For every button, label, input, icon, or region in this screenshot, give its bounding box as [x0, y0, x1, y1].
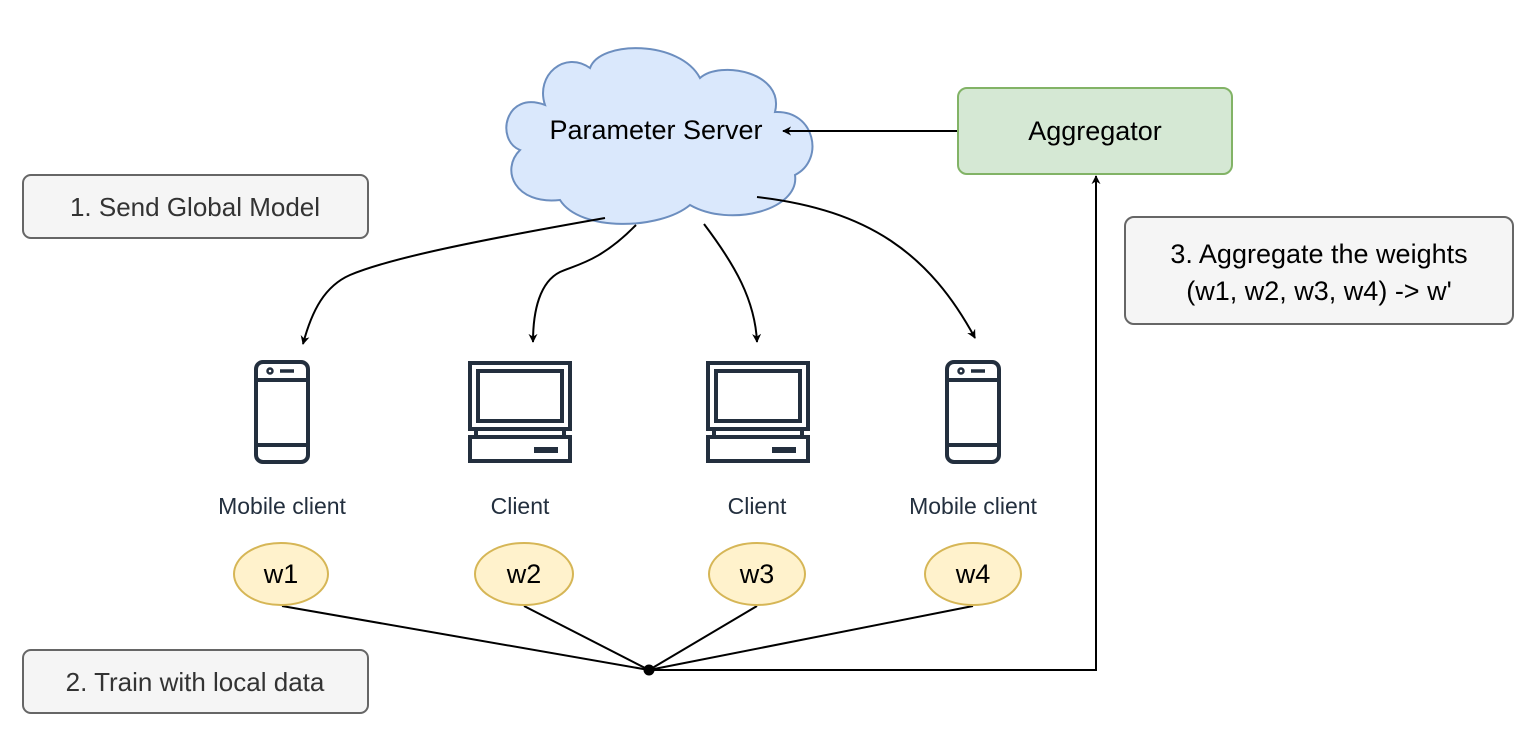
step-send-note: 1. Send Global Model [22, 174, 369, 239]
step-train-note: 2. Train with local data [22, 649, 369, 714]
distribution-arrows [300, 196, 976, 345]
weight-w2-label: w2 [506, 559, 542, 589]
weight-w1-label: w1 [263, 559, 299, 589]
step-aggregate-note: 3. Aggregate the weights (w1, w2, w3, w4… [1124, 216, 1514, 325]
client-3-label: Client [728, 493, 787, 519]
weight-w4-label: w4 [955, 559, 991, 589]
w3-to-junction-line [648, 605, 758, 671]
step-send-text: 1. Send Global Model [70, 192, 320, 222]
step-aggregate-line2: (w1, w2, w3, w4) -> w' [1186, 276, 1451, 306]
cloud-shape [505, 47, 814, 225]
weight-w3-label: w3 [739, 559, 775, 589]
client-4-icon [945, 360, 1001, 464]
parameter-server-label: Parameter Server [549, 115, 762, 145]
parameter-server: Parameter Server [505, 47, 814, 225]
client-4-label: Mobile client [909, 493, 1037, 519]
aggregator: Aggregator [957, 87, 1233, 175]
client-2-icon [468, 361, 572, 463]
server-to-client-1-arrow [300, 217, 606, 345]
aggregator-label: Aggregator [1028, 116, 1162, 146]
w2-to-junction-line [523, 605, 650, 671]
w1-to-junction-line [281, 605, 650, 671]
weight-collection-lines [281, 605, 974, 671]
server-to-client-4-arrow [756, 196, 976, 339]
client-1-icon [254, 360, 310, 464]
aggregator-box [957, 87, 1233, 175]
w4-to-junction-line [648, 605, 974, 671]
client-1-label: Mobile client [218, 493, 346, 519]
junction-to-aggregator-arrow [649, 175, 1101, 671]
client-3-icon [706, 361, 810, 463]
server-to-client-2-arrow [528, 224, 637, 343]
server-to-client-3-arrow [703, 223, 762, 343]
client-2-label: Client [491, 493, 550, 519]
weight-w1: w1 [233, 542, 329, 606]
weight-w2: w2 [474, 542, 574, 606]
step-train-text: 2. Train with local data [66, 667, 325, 697]
weight-w4: w4 [924, 542, 1022, 606]
weight-w3: w3 [708, 542, 806, 606]
step-aggregate-line1: 3. Aggregate the weights [1170, 239, 1467, 269]
